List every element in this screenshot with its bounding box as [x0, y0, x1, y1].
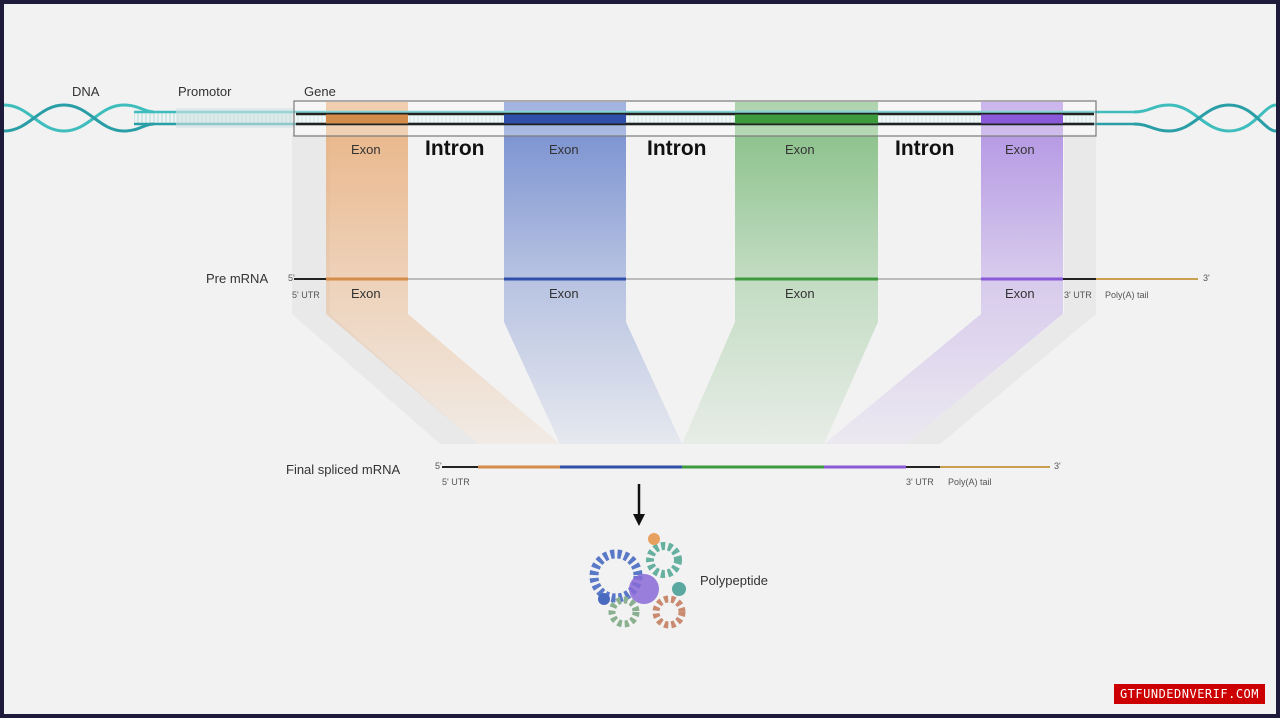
- diagram-frame: DNA Promotor Gene Exon Intron Exon Intro…: [4, 4, 1276, 714]
- translation-arrow: [633, 484, 645, 526]
- dna-label: DNA: [72, 84, 100, 99]
- final-utr3: 3' UTR: [906, 477, 934, 487]
- exon-4-ribbon: [824, 102, 1063, 444]
- pre-mrna-3-end: 3': [1203, 273, 1210, 283]
- pre-mrna-exon-1-label: Exon: [351, 286, 381, 301]
- exon-2-ribbon: [504, 102, 682, 444]
- polypeptide-label: Polypeptide: [700, 573, 768, 588]
- final-mrna-5-end: 5': [435, 461, 442, 471]
- promoter-label: Promotor: [178, 84, 232, 99]
- final-utr5: 5' UTR: [442, 477, 470, 487]
- pre-mrna-exon-3-label: Exon: [785, 286, 815, 301]
- exon-2-label: Exon: [549, 142, 579, 157]
- exon-1-label: Exon: [351, 142, 381, 157]
- pre-mrna-exon-2-label: Exon: [549, 286, 579, 301]
- pre-mrna-utr3: 3' UTR: [1064, 290, 1092, 300]
- pre-mrna-label: Pre mRNA: [206, 271, 268, 286]
- exon-1-ribbon: [326, 102, 560, 444]
- pre-mrna-5-end: 5': [288, 273, 295, 283]
- watermark-badge: GTFUNDEDNVERIF.COM: [1113, 684, 1265, 704]
- gene-box: [293, 100, 1097, 137]
- intron-2-label: Intron: [647, 137, 706, 160]
- dna-helix-left: [4, 103, 155, 133]
- intron-3-label: Intron: [895, 137, 954, 160]
- pre-mrna-exon-4-label: Exon: [1005, 286, 1035, 301]
- exon-3-label: Exon: [785, 142, 815, 157]
- intron-1-label: Intron: [425, 137, 484, 160]
- pre-mrna-polya-label: Poly(A) tail: [1105, 290, 1149, 300]
- gene-label: Gene: [304, 84, 336, 99]
- exon-3-ribbon: [682, 102, 878, 444]
- gene-expression-diagram: DNA Promotor Gene Exon Intron Exon Intro…: [4, 84, 1276, 629]
- promoter-region: [176, 108, 294, 128]
- final-polya-label: Poly(A) tail: [948, 477, 992, 487]
- exon-4-label: Exon: [1005, 142, 1035, 157]
- final-mrna-3-end: 3': [1054, 461, 1061, 471]
- pre-mrna-utr5: 5' UTR: [292, 290, 320, 300]
- utr3-funnel: [906, 134, 1096, 444]
- polypeptide-icon: [589, 533, 686, 629]
- dna-helix-right: [1133, 103, 1276, 133]
- final-mrna-label: Final spliced mRNA: [286, 462, 400, 477]
